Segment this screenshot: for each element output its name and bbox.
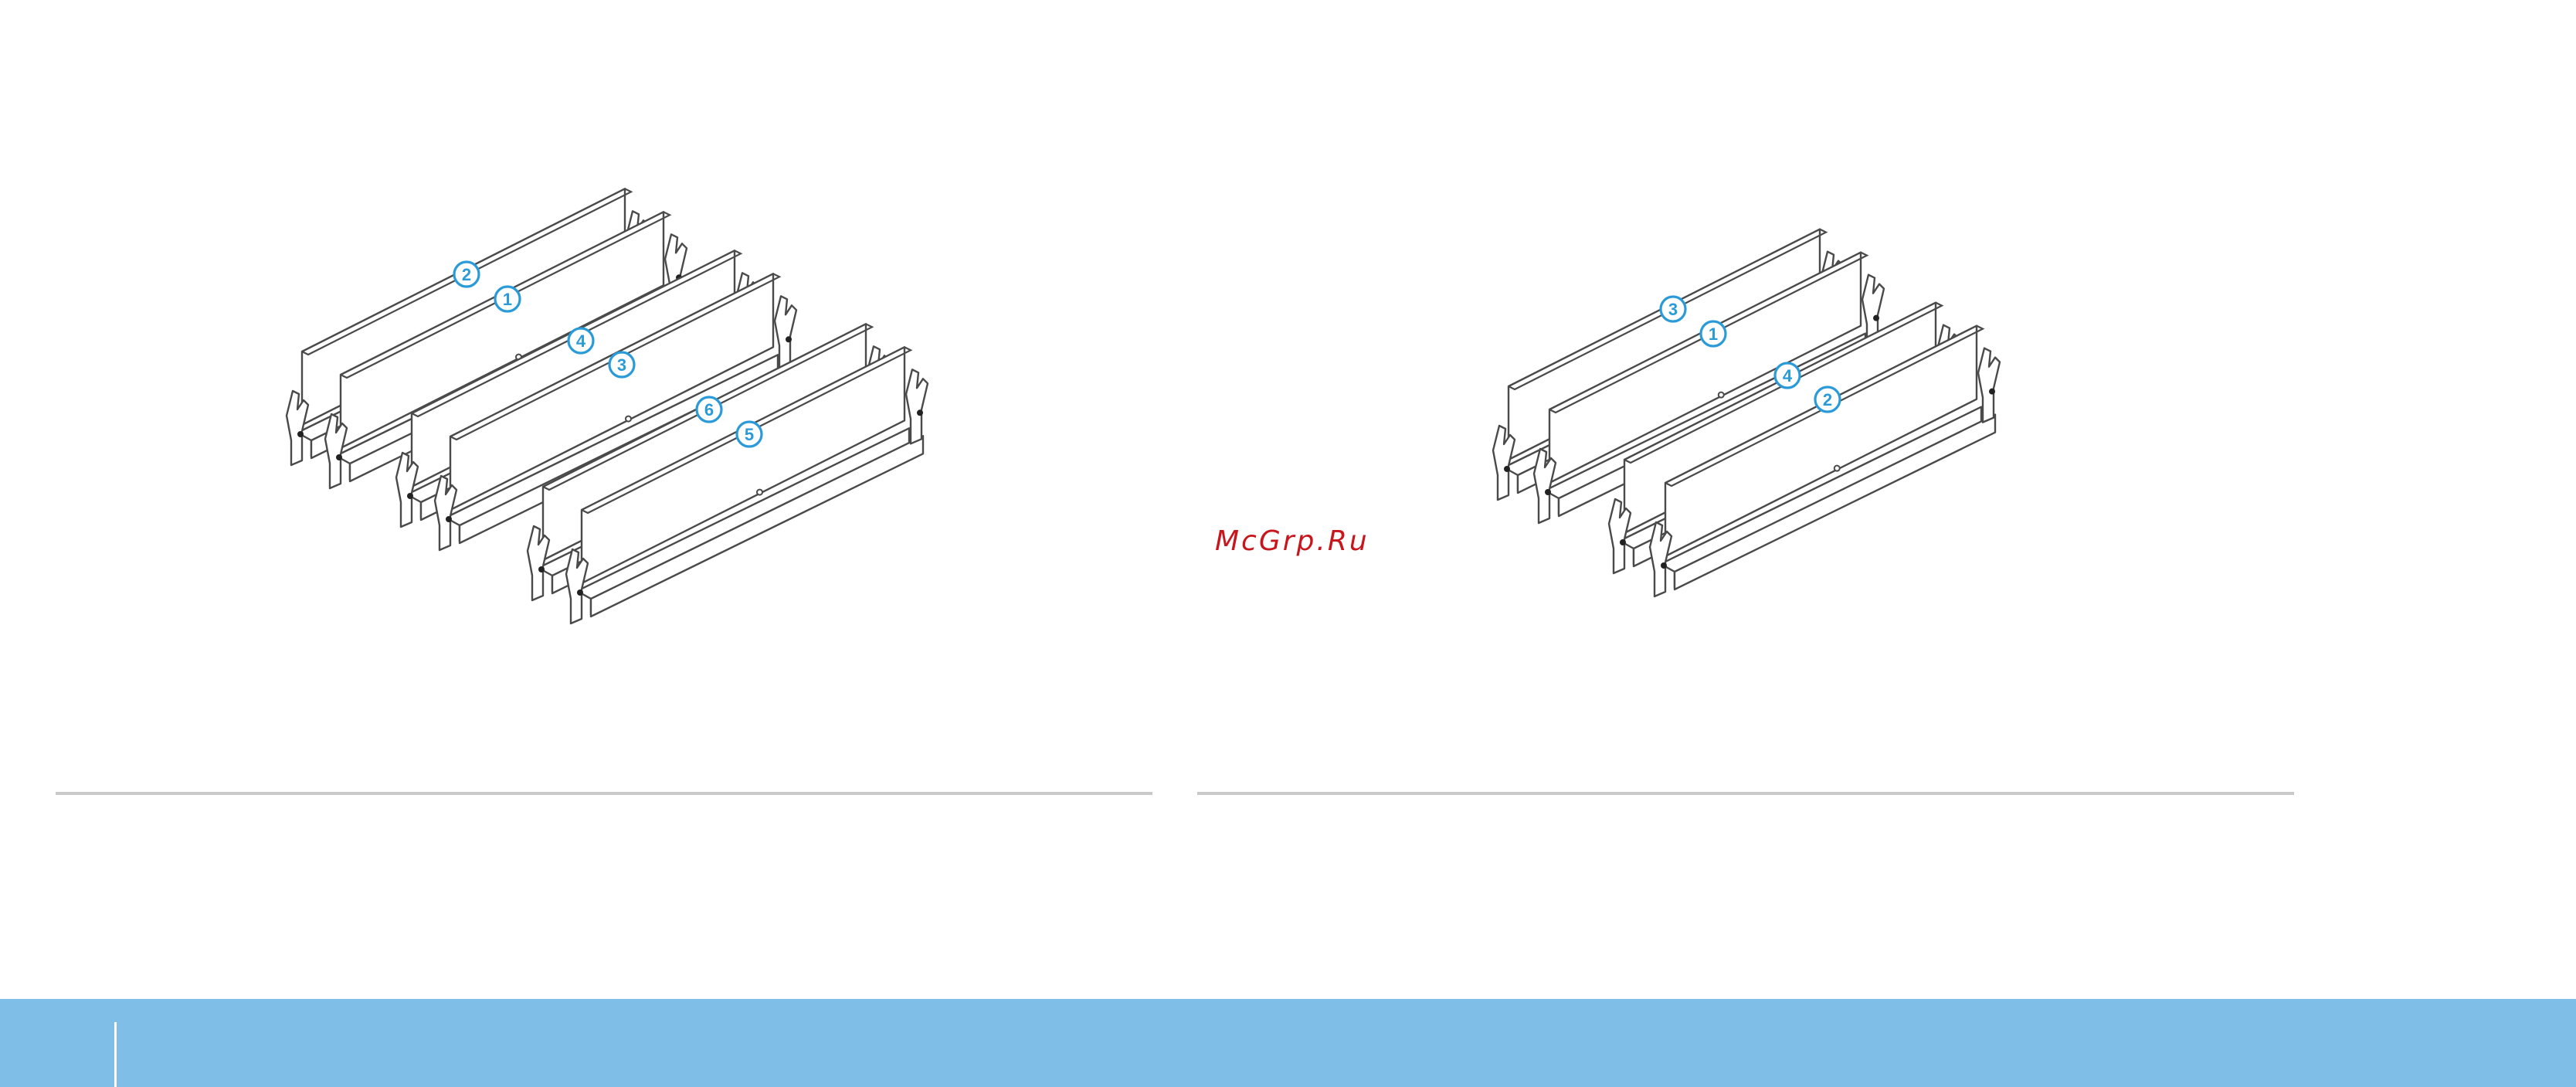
callout-right-3: 4 [1775,363,1800,388]
callout-number: 1 [1709,324,1718,344]
module-notch [757,490,762,495]
latch-pin [1661,562,1667,569]
callout-number: 2 [1823,390,1832,409]
callout-left-6: 5 [737,422,762,447]
watermark-text: McGrp.Ru [1215,525,1369,557]
module-notch [626,416,631,422]
latch-pin [1873,315,1879,321]
callout-left-4: 3 [609,352,634,377]
latch-pin [446,516,452,522]
module-notch [1834,466,1840,471]
latch-pin [1989,389,1995,395]
callout-left-3: 4 [568,328,593,353]
memory-layout-six-modules: 2 1 4 3 6 5 [287,189,928,623]
latch-pin [407,493,413,499]
left-divider-rule [56,792,1152,795]
callout-right-1: 3 [1661,297,1685,321]
callout-left-1: 2 [454,262,479,287]
footer-bar [0,999,2576,1087]
callout-left-5: 6 [697,397,721,422]
latch-pin [577,589,583,596]
latch-pin [1620,539,1626,545]
latch-pin [336,454,342,460]
callout-number: 4 [1783,366,1793,386]
callout-number: 5 [745,425,754,444]
callout-number: 1 [503,290,512,309]
latch-pin [538,566,545,572]
callout-number: 2 [462,265,471,284]
callout-number: 3 [1668,300,1678,319]
callout-right-4: 2 [1815,387,1840,412]
callout-number: 6 [704,400,714,420]
latch-pin [1504,466,1510,472]
latch-pin [1545,489,1551,495]
callout-right-2: 1 [1701,321,1726,346]
callout-number: 3 [617,355,626,375]
latch-pin [786,336,792,342]
callout-left-2: 1 [495,287,520,311]
module-notch [1719,392,1724,398]
footer-divider [114,1022,117,1087]
latch-pin [297,431,304,437]
right-divider-rule [1197,792,2294,795]
latch-pin [917,409,923,416]
callout-number: 4 [576,331,586,351]
memory-layout-four-modules: 3 1 4 2 [1493,229,2000,596]
